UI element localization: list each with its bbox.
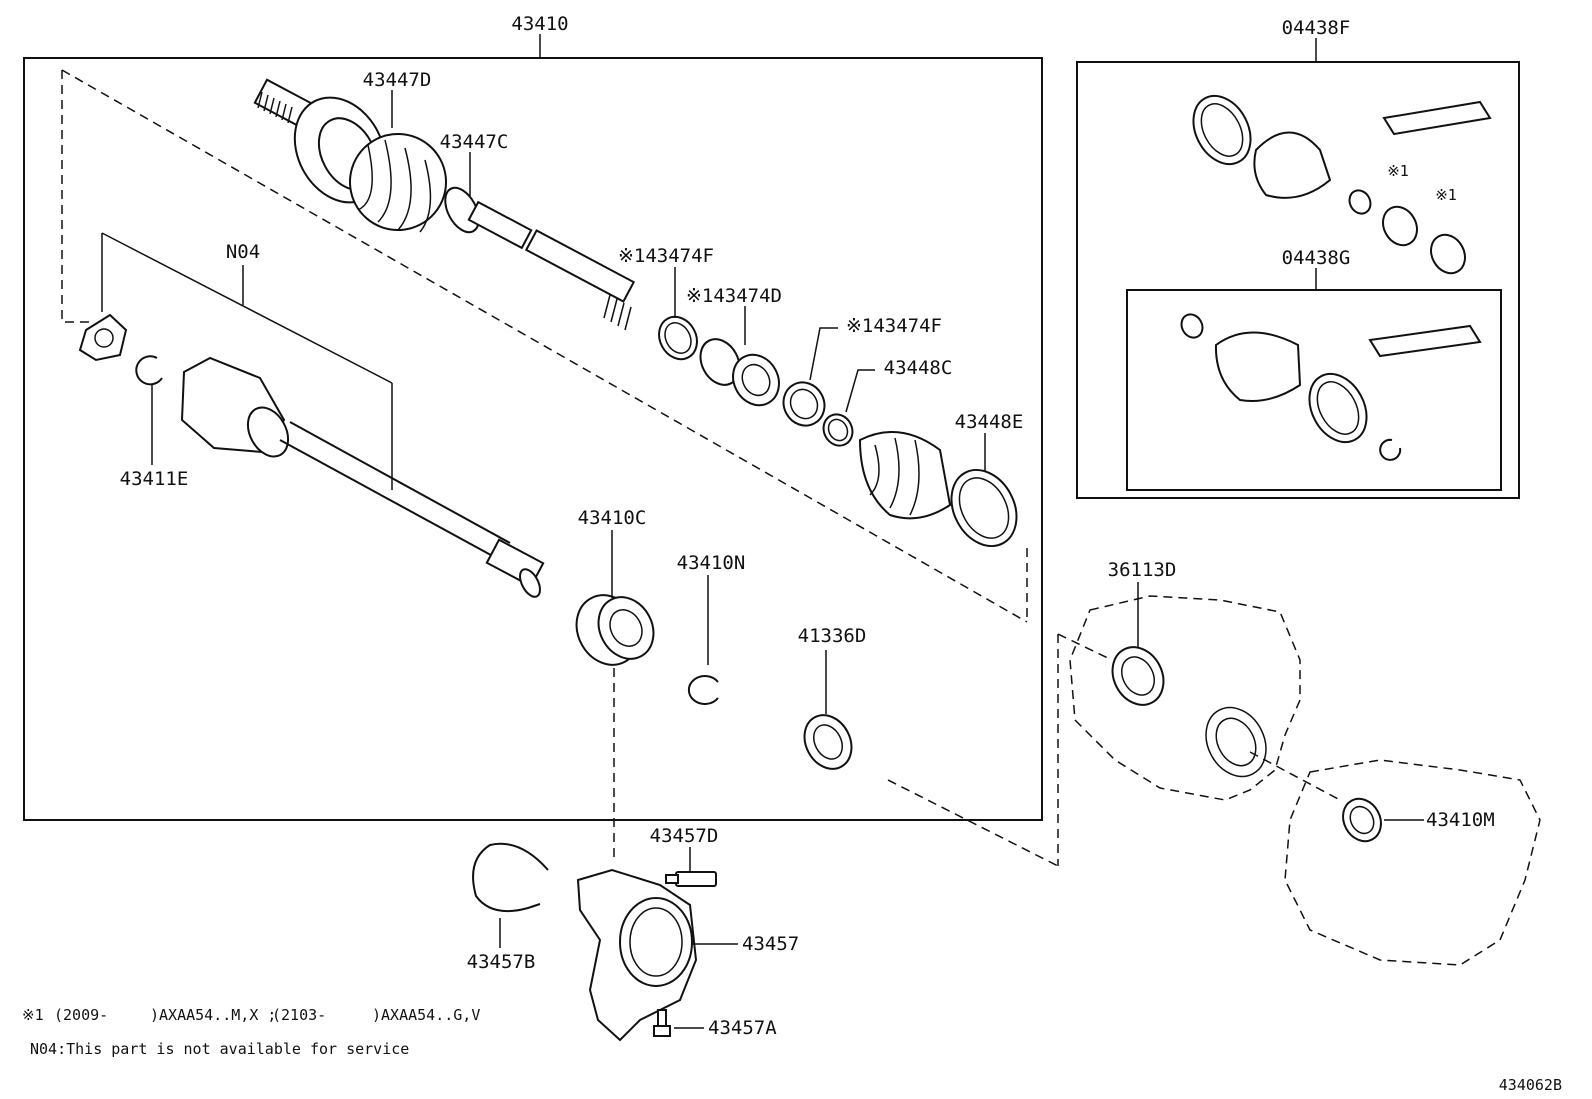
label-43457a: 43457A	[708, 1017, 777, 1039]
label-43448e: 43448E	[955, 411, 1024, 433]
label-n04: N04	[226, 241, 260, 263]
assembly-frame	[23, 57, 1043, 821]
label-43448c: 43448C	[884, 357, 953, 379]
clamp-c-leader	[845, 369, 875, 413]
label-04438f: 04438F	[1282, 17, 1351, 39]
label-kit-mark-1: ※1	[1387, 162, 1409, 180]
label-43474f-upper: ※143474F	[618, 245, 714, 267]
note-models-2: )AXAA54..G,V	[372, 1006, 480, 1024]
bracket-43457	[576, 868, 698, 1042]
label-43410c: 43410C	[578, 507, 647, 529]
seal-43410m	[1342, 797, 1382, 843]
label-36113d: 36113D	[1108, 559, 1177, 581]
shaft-dashed-top	[61, 69, 1028, 623]
note-models-1: )AXAA54..M,X ;	[150, 1006, 276, 1024]
kit-f-parts	[1192, 94, 1492, 275]
label-43457: 43457	[742, 933, 799, 955]
clamp-43474f-lower	[782, 381, 826, 427]
label-43410m: 43410M	[1426, 809, 1495, 831]
ring-43410n	[687, 675, 719, 705]
label-43410n: 43410N	[677, 552, 746, 574]
bracket-ring-43457b	[472, 842, 549, 912]
oil-seal-41336d	[803, 714, 853, 770]
bearing-43410c	[575, 594, 655, 666]
label-43447d: 43447D	[363, 69, 432, 91]
note-mark: ※1	[22, 1006, 44, 1024]
inner-joint-shaft	[78, 313, 545, 598]
label-04438g: 04438G	[1282, 247, 1351, 269]
bolt-43457a	[653, 1009, 671, 1037]
drive-shaft	[524, 229, 636, 331]
kit-g-parts	[1180, 313, 1482, 461]
label-kit-mark-2: ※1	[1435, 186, 1457, 204]
differential-housing	[1284, 759, 1541, 966]
clamp-f-lower-leader	[809, 327, 838, 381]
shaft-dashed-envelope	[61, 70, 95, 323]
label-43457d: 43457D	[650, 825, 719, 847]
oil-seal-dash	[887, 779, 1059, 867]
side-dash-top	[1057, 633, 1113, 661]
kit-04438f-frame	[1076, 61, 1520, 499]
kit-04438g-frame	[1126, 289, 1502, 491]
label-43410: 43410	[511, 13, 568, 35]
boot-43448e	[858, 431, 1018, 548]
label-43411e: 43411E	[120, 468, 189, 490]
n04-bracket-top	[101, 232, 393, 384]
label-41336d: 41336D	[798, 625, 867, 647]
bolt-43457d	[665, 871, 717, 887]
label-43447c: 43447C	[440, 131, 509, 153]
housing-to-diff-dash	[1249, 751, 1341, 801]
note-date-1: (2009-	[54, 1006, 108, 1024]
diagram-id: 434062B	[1499, 1076, 1562, 1094]
boot-43474d	[699, 338, 780, 407]
seal-36113d	[1111, 646, 1165, 706]
housing-bore	[1205, 706, 1267, 778]
label-43474d: ※143474D	[686, 285, 782, 307]
snap-ring-43411e	[135, 355, 163, 386]
label-43474f-lower: ※143474F	[846, 315, 942, 337]
note-n04: N04:This part is not available for servi…	[30, 1040, 409, 1058]
outer-cv-joint	[253, 78, 533, 250]
clamp-43448c	[822, 413, 854, 447]
clamp-43474f-upper	[658, 315, 698, 361]
transaxle-housing	[1069, 595, 1301, 801]
note-date-2: (2103-	[272, 1006, 326, 1024]
label-43457b: 43457B	[467, 951, 536, 973]
